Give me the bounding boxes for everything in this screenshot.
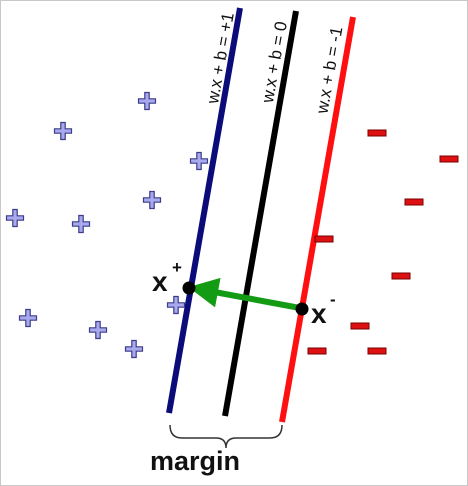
margin-label: margin (150, 446, 240, 476)
plus-marker (53, 121, 73, 141)
minus-marker (391, 272, 411, 280)
plus-marker (166, 295, 186, 315)
plus-class-points (5, 91, 209, 359)
plus-marker (5, 208, 25, 228)
plus-marker (18, 308, 38, 328)
plus-marker (137, 91, 157, 111)
support-point-minus (295, 302, 309, 316)
decision-boundary-line (222, 10, 299, 417)
minus-boundary-line (279, 16, 356, 423)
plus-marker (88, 320, 108, 340)
minus-marker (350, 322, 370, 330)
x-plus-label: x (152, 266, 168, 297)
plus-marker (71, 214, 91, 234)
margin-brace (169, 424, 283, 449)
x-plus-superscript: + (172, 258, 182, 277)
minus-class-points (307, 129, 459, 355)
minus-marker (439, 155, 459, 163)
minus-marker (307, 347, 327, 355)
plus-marker (189, 151, 209, 171)
x-minus-superscript: - (330, 290, 336, 309)
plus-marker (124, 339, 144, 359)
plus-marker (142, 190, 162, 210)
margin-vector-arrow (188, 277, 301, 311)
plus-boundary-line (166, 7, 243, 414)
minus-marker (367, 347, 387, 355)
minus-marker (404, 198, 424, 206)
minus-marker (314, 235, 334, 243)
minus-marker (367, 129, 387, 137)
x-minus-label: x (311, 298, 327, 329)
support-point-plus (182, 281, 196, 295)
